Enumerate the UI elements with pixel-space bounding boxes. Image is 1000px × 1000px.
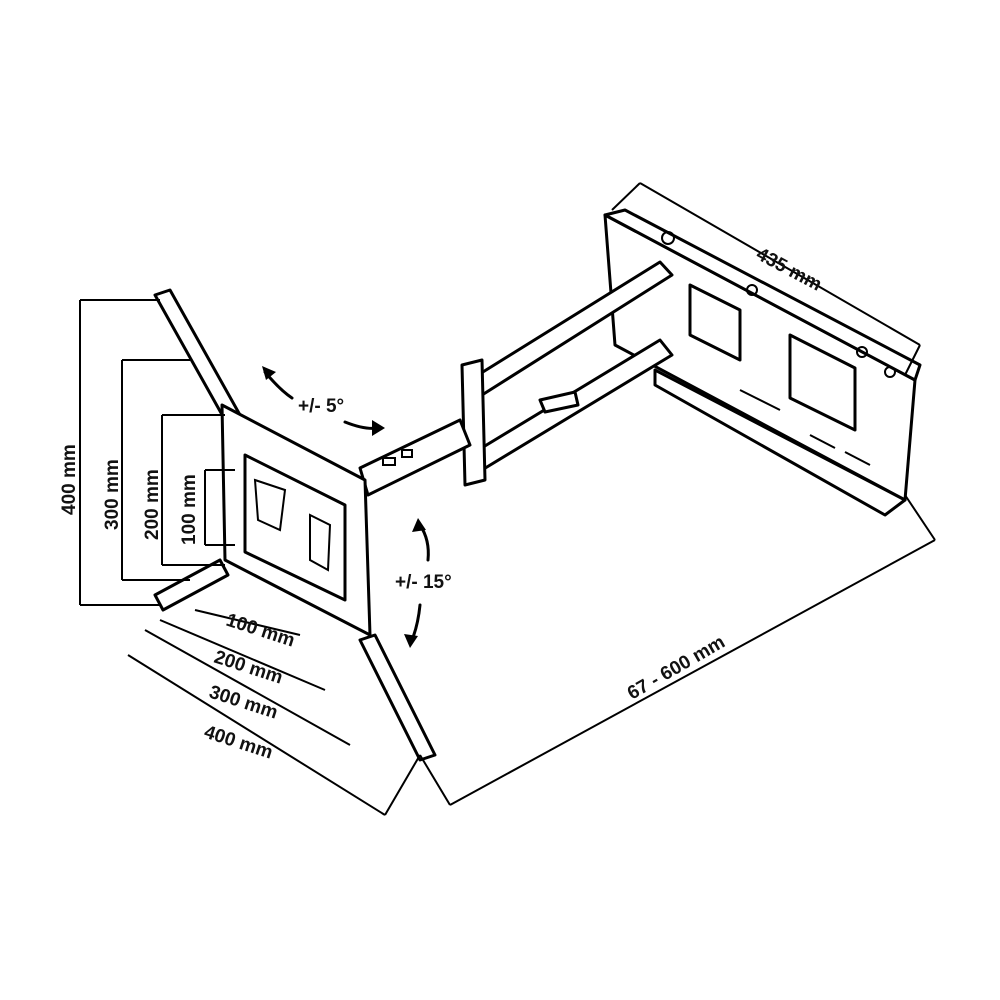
- swivel-label: +/- 15°: [395, 572, 452, 593]
- horizontal-100-label: 100 mm: [223, 610, 297, 652]
- rotation-arrows: [262, 366, 430, 648]
- extension-arms: [358, 260, 674, 497]
- vertical-200-label: 200 mm: [142, 469, 163, 540]
- tilt-label: +/- 5°: [298, 396, 344, 417]
- vertical-300-label: 300 mm: [102, 459, 123, 530]
- vesa-plate: [153, 288, 437, 762]
- horizontal-400-label: 400 mm: [201, 722, 275, 764]
- horizontal-200-label: 200 mm: [211, 647, 285, 689]
- vertical-100-label: 100 mm: [179, 474, 200, 545]
- vertical-400-label: 400 mm: [59, 444, 80, 515]
- horizontal-300-label: 300 mm: [206, 682, 280, 724]
- wall-plate: [603, 208, 922, 517]
- dimension-lines: [79, 182, 936, 816]
- extension-label: 67 - 600 mm: [624, 632, 729, 705]
